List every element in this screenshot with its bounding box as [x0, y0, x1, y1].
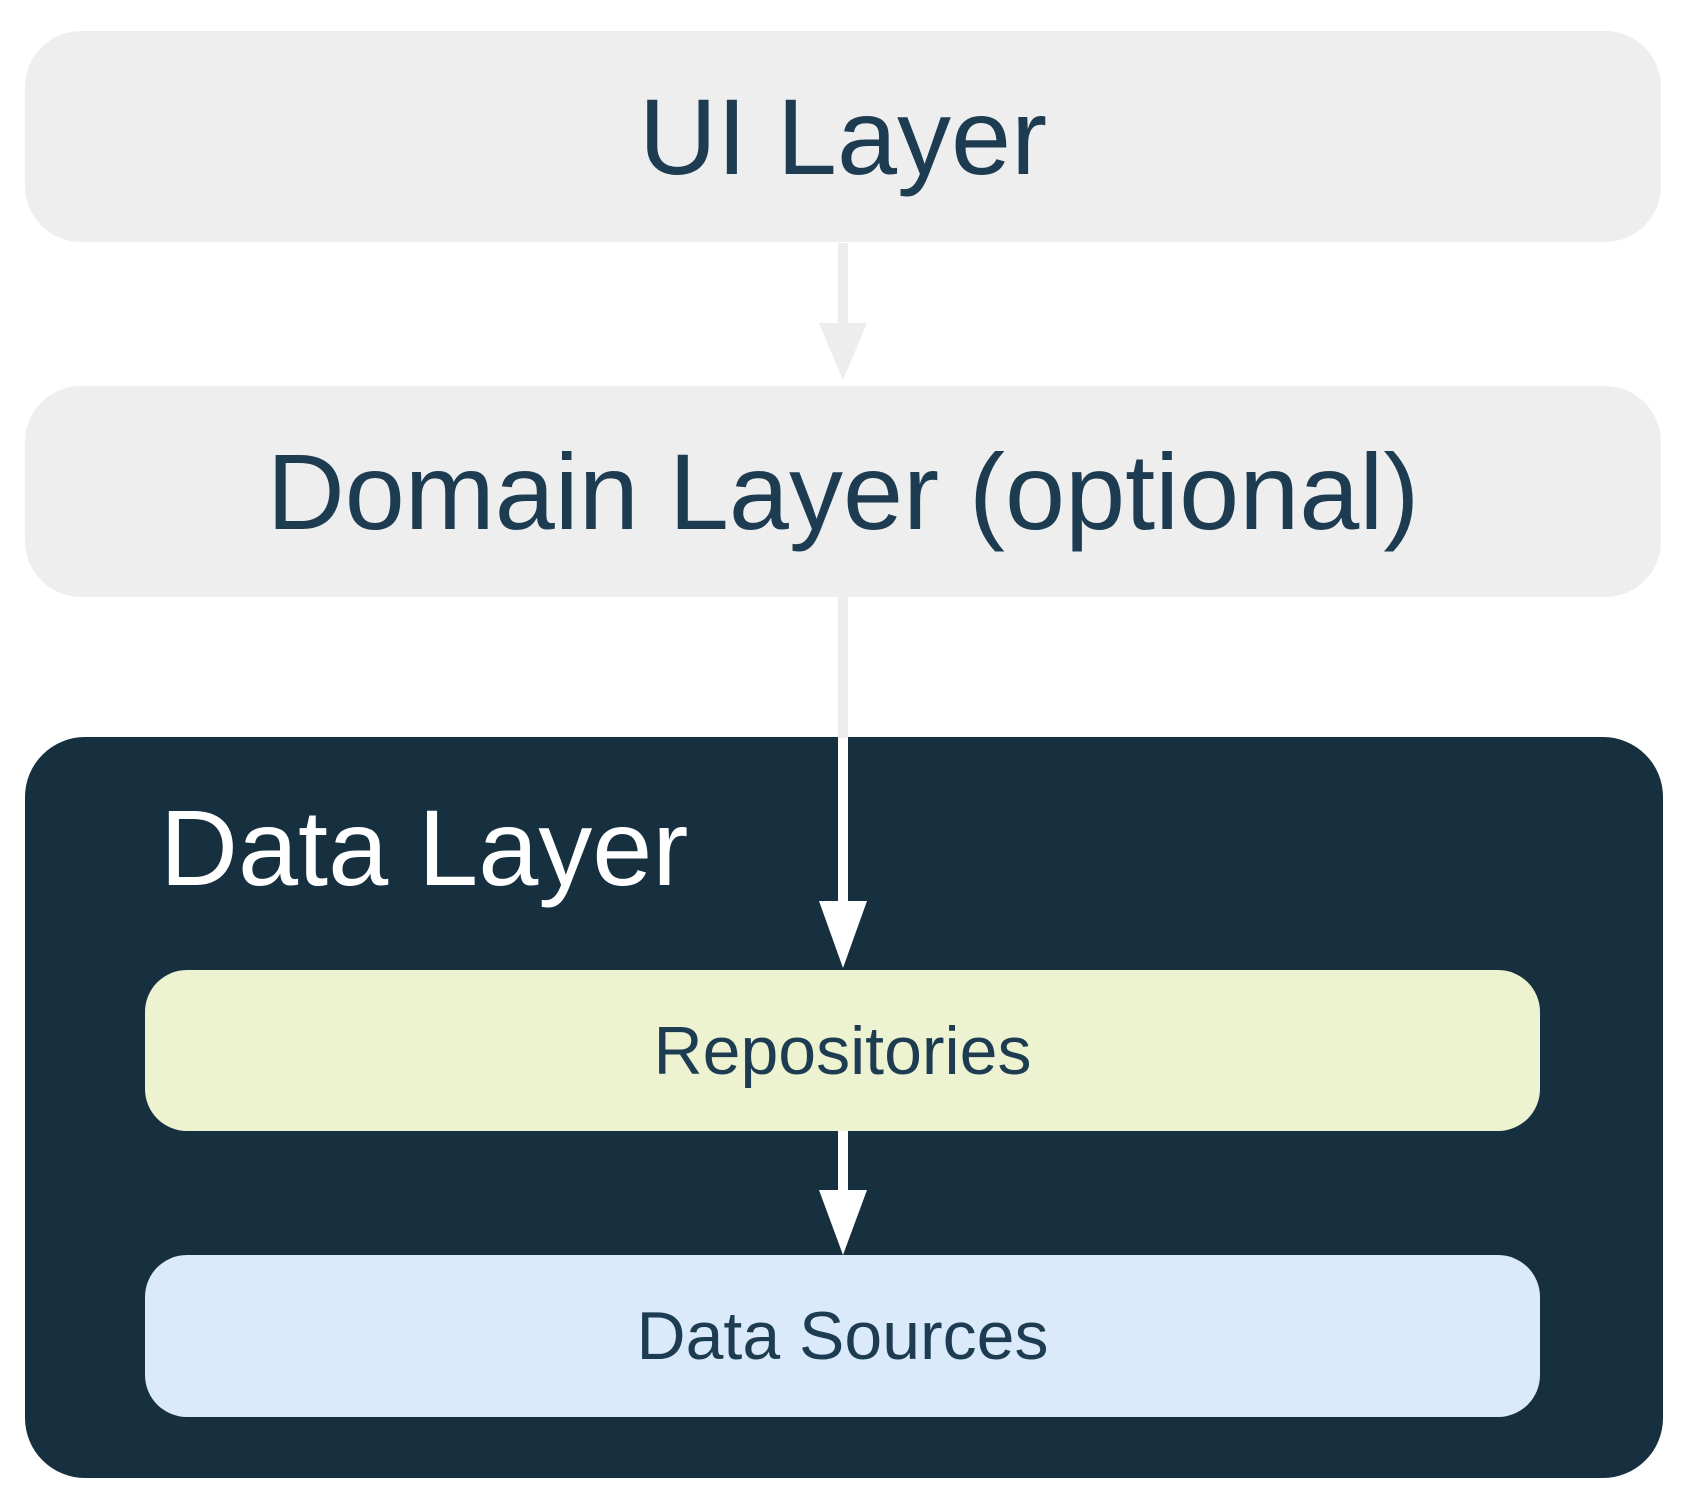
arrow-stem-upper	[838, 596, 848, 738]
ui-layer-label: UI Layer	[638, 75, 1048, 197]
arrow-head	[819, 901, 867, 968]
arrow-stem	[838, 243, 848, 325]
arrow-repositories-to-datasources-icon	[819, 1131, 867, 1255]
arrow-ui-to-domain-icon	[819, 243, 867, 380]
arrow-stem	[838, 1131, 848, 1193]
data-layer-label: Data Layer	[160, 787, 689, 908]
domain-layer-label: Domain Layer (optional)	[266, 430, 1420, 552]
repositories-label: Repositories	[653, 1012, 1032, 1089]
ui-layer-box: UI Layer	[25, 31, 1661, 242]
data-sources-box: Data Sources	[145, 1255, 1540, 1417]
arrow-head	[819, 1190, 867, 1255]
arrow-stem-lower	[838, 738, 848, 905]
arrow-domain-to-repositories-icon	[819, 596, 867, 968]
domain-layer-box: Domain Layer (optional)	[25, 386, 1661, 597]
repositories-box: Repositories	[145, 970, 1540, 1131]
arrow-head	[819, 323, 867, 380]
data-sources-label: Data Sources	[636, 1298, 1049, 1374]
